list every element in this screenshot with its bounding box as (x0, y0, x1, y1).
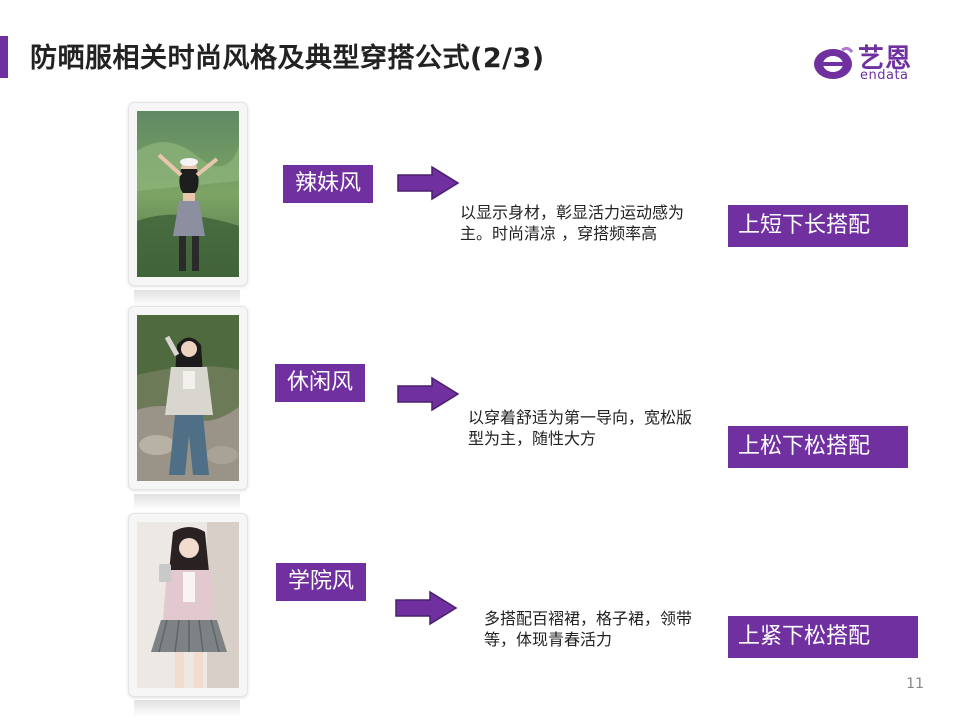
photo-reflection (134, 494, 240, 510)
logo-english-text: endata (860, 68, 909, 83)
formula-preppy: 上紧下松搭配 (728, 616, 918, 658)
photo-reflection (134, 700, 240, 716)
formula-spicy-girl: 上短下长搭配 (728, 205, 908, 247)
formula-casual: 上松下松搭配 (728, 426, 908, 468)
arrow-right-icon (397, 165, 460, 201)
logo-chinese-text: 艺恩 (858, 44, 913, 74)
photo-spicy-girl-outfit (137, 111, 239, 277)
title-accent-bar (0, 36, 8, 78)
photo-card-casual (128, 306, 248, 490)
endata-logo: 艺恩 endata (812, 40, 932, 84)
photo-card-preppy (128, 513, 248, 697)
arrow-right-icon (395, 590, 458, 626)
style-label-spicy-girl: 辣妹风 (283, 165, 374, 203)
photo-reflection (134, 290, 240, 306)
photo-card-spicy-girl (128, 102, 248, 286)
style-description-preppy: 多搭配百褶裙，格子裙，领带等，体现青春活力 (484, 609, 693, 649)
style-label-casual: 休闲风 (275, 364, 366, 402)
style-description-spicy-girl: 以显示身材，彰显活力运动感为主。时尚清凉 ，穿搭频率高 (460, 203, 685, 243)
page-number: 11 (906, 676, 924, 692)
photo-preppy-outfit (137, 522, 239, 688)
photo-casual-outfit (137, 315, 239, 481)
page-title: 防晒服相关时尚风格及典型穿搭公式(2/3) (30, 43, 545, 74)
style-label-preppy: 学院风 (276, 563, 367, 601)
endata-logo-icon (814, 46, 854, 79)
arrow-right-icon (397, 376, 460, 412)
style-description-casual: 以穿着舒适为第一导向，宽松版型为主，随性大方 (468, 408, 693, 448)
